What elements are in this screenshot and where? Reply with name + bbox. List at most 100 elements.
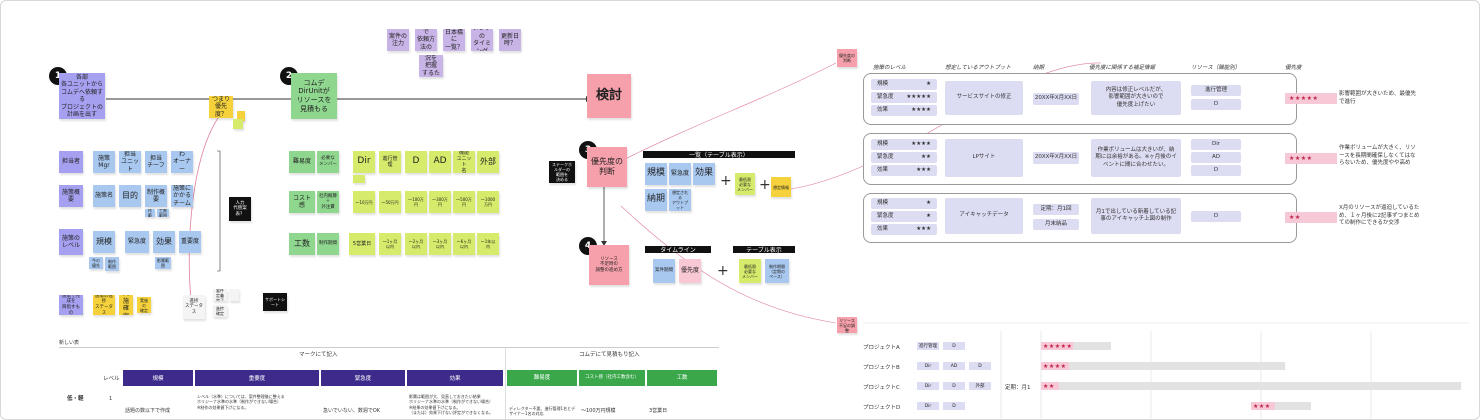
mid-row1-item1[interactable]: Dir <box>353 151 375 173</box>
mid-row2-item2[interactable]: 〜50万円 <box>379 191 401 213</box>
gantt-c-bar[interactable] <box>1041 382 1461 390</box>
purple-head-4: 効果 <box>407 370 503 386</box>
mid-row1-small[interactable] <box>353 175 365 183</box>
mid-row1-item6[interactable]: 外部 <box>477 151 499 173</box>
left-bottom-4[interactable]: 実施 の 確定 <box>137 297 151 313</box>
tiny-yellow-sticky[interactable] <box>237 111 245 121</box>
mid-head-2[interactable]: コスト感 <box>289 191 315 213</box>
table-display-label: テーブル表示 <box>733 246 795 254</box>
step-3-sticky[interactable]: 優先度の 判断 <box>587 147 627 187</box>
stakeholder-note[interactable]: ステークホルダーの 範囲を 決める <box>549 161 575 183</box>
left-row3-item3[interactable]: 効果 <box>153 231 175 253</box>
left-bottom-1[interactable]: 施策で完成を 目指すもの <box>59 295 83 315</box>
timeline-sticky-1[interactable]: 案件期間 <box>653 259 675 283</box>
gantt-d-bar[interactable] <box>1251 402 1311 410</box>
left-row1-item3[interactable]: 担当 チーフ <box>145 151 167 173</box>
left-head-2[interactable]: 施策概要 <box>59 185 83 207</box>
top-sticky-2[interactable]: これまで 依頼方法の ルール <box>415 29 437 51</box>
top-sticky-1[interactable]: 案件の注力 <box>387 29 409 51</box>
mid-row2-item6[interactable]: 〜1000万円 <box>477 191 499 213</box>
mid-row1-item5[interactable]: 機能 ユニット 名 <box>453 151 475 173</box>
mid-row3-item1[interactable]: 5営業日 <box>349 233 375 255</box>
mid-head-1[interactable]: 難易度 <box>289 151 315 173</box>
left-row3-item2[interactable]: 緊急度 <box>125 231 149 253</box>
gantt-a-stars: ★★★★★ <box>1041 342 1073 350</box>
step-2-sticky[interactable]: コムデ DirUnitが リソースを 見積もる <box>291 73 337 119</box>
left-bottom-3[interactable]: 実施 確定 <box>119 295 133 315</box>
table-sticky-4[interactable]: 納期 <box>645 189 667 211</box>
row1-info: 内容は修正レベルだが、 影響範囲が大きいので 優先度上げたい <box>1091 81 1181 115</box>
top-sticky-4[interactable]: メンテの タイミング <box>471 29 493 51</box>
level-stars: ★ <box>926 80 931 87</box>
mid-row2-item5[interactable]: 〜500万円 <box>453 191 475 213</box>
gantt-project-a[interactable]: プロジェクトA <box>863 345 900 351</box>
top-sticky-5[interactable]: 更新日時？ <box>499 29 521 51</box>
table-sticky-1[interactable]: 規模 <box>645 163 667 185</box>
tiny-lime-sticky[interactable] <box>233 119 243 129</box>
left-bottom-black[interactable]: サポートシート <box>263 293 287 311</box>
left-row2-item3[interactable]: 制作概要 <box>145 185 167 207</box>
mid-row1-second[interactable]: 必要な メンバー <box>317 151 339 173</box>
mid-row2-item4[interactable]: 〜300万円 <box>429 191 451 213</box>
left-row2-item1[interactable]: 施策名 <box>93 185 115 207</box>
new-table-cell-3: 急いでいない、数週でOK <box>323 408 381 414</box>
left-row2-small2[interactable]: 工数範囲 <box>157 209 169 217</box>
table-sticky-2[interactable]: 緊急度 <box>669 163 691 185</box>
step-4-sticky[interactable]: リソース 不足時の 調整の進め方 <box>589 245 629 285</box>
left-head-3[interactable]: 施策の レベル <box>59 229 83 255</box>
mid-row2-item1[interactable]: 〜10万円 <box>353 191 375 213</box>
mid-row3-item6[interactable]: 〜1年以内 <box>477 233 499 255</box>
mid-head-3[interactable]: 工数 <box>289 233 315 255</box>
timeline-sticky-2[interactable]: 優先度 <box>679 259 701 283</box>
gantt-a-bar[interactable] <box>1041 342 1111 350</box>
left-row1-item1[interactable]: 施策Mgr <box>93 151 115 173</box>
left-row1-item2[interactable]: 担当 ユニット <box>119 151 141 173</box>
gantt-b-bar[interactable] <box>1041 362 1285 370</box>
mid-row2-item3[interactable]: 〜100万円 <box>405 191 427 213</box>
table-extra-2[interactable]: 想定情報 <box>771 177 791 197</box>
left-row3-item1[interactable]: 規模 <box>93 231 115 253</box>
gantt-project-c[interactable]: プロジェクトC <box>863 385 900 391</box>
mid-row3-item4[interactable]: 〜3ヶ月以内 <box>429 233 451 255</box>
top-sticky-3[interactable]: 日本橋に 一覧？ <box>443 29 465 51</box>
kentou-sticky[interactable]: 検討 <box>587 74 631 118</box>
left-row3-small1[interactable]: 今の 優先 <box>89 257 103 269</box>
table-sticky-3[interactable]: 効果 <box>693 163 715 185</box>
table2-sticky-2[interactable]: 制作期間 （定期の ペース） <box>765 259 789 283</box>
left-row1-item4[interactable]: わ オーナー <box>171 151 193 173</box>
left-row3-small2[interactable]: 制作 範囲 <box>105 257 119 271</box>
col-head-level: 施策のレベル <box>873 65 907 71</box>
mid-row1-item3[interactable]: D <box>405 151 427 173</box>
left-row2-item2[interactable]: 目的 <box>119 185 141 207</box>
left-white-4[interactable] <box>229 289 239 301</box>
left-row2-item4[interactable]: 施策にかかる チーム <box>171 185 193 207</box>
left-white-3[interactable]: 進捗 確定 <box>213 305 227 317</box>
mid-row1-item4[interactable]: AD <box>429 151 451 173</box>
mid-row3-second[interactable]: 制作期間 <box>317 233 339 255</box>
top-sticky-6[interactable]: 進捗状況を 把握 するための <box>419 55 443 77</box>
mid-row3-item3[interactable]: 〜2ヶ月以内 <box>405 233 427 255</box>
table-extra-1[interactable]: 最低限 必要な メンバー <box>735 173 755 195</box>
left-row2-small1[interactable]: 制作 範囲 <box>145 209 155 217</box>
mid-row3-item5[interactable]: 〜6ヶ月以内 <box>453 233 475 255</box>
green-head-1: 難易度 <box>507 370 577 386</box>
step-1-sticky[interactable]: 各部 各ユニットから コムデへ依頼する プロジェクトの 計画を出す <box>59 73 105 119</box>
priority-question-sticky[interactable]: つまり 優先度？ <box>209 96 233 118</box>
table2-sticky-1[interactable]: 最低限 必要な メンバー <box>739 259 761 283</box>
left-bottom-2[interactable]: 施策の進捗 ステータス <box>93 295 115 315</box>
left-white-2[interactable]: 要件定義 完了 <box>213 289 227 301</box>
mid-row2-second[interactable]: 社内概算 ＋ 外注費 <box>317 191 339 213</box>
gantt-project-b[interactable]: プロジェクトB <box>863 365 900 371</box>
left-row3-item4[interactable]: 重要度 <box>179 231 201 253</box>
pink-note-priority[interactable]: 優先度の 判断 <box>837 49 857 67</box>
table-sticky-5[interactable]: 想定される アウトプット <box>669 189 691 211</box>
mid-row3-item2[interactable]: 〜1ヶ月以内 <box>379 233 401 255</box>
left-black-note[interactable]: 人力 代替案表？ <box>229 197 251 221</box>
mid-row1-item2[interactable]: 進行管理 <box>379 151 401 173</box>
pink-note-resource[interactable]: リソース 不足の調整 <box>837 317 857 333</box>
left-head-1[interactable]: 担当者 <box>59 151 83 173</box>
left-row3-small3[interactable]: 影響範囲 <box>155 257 171 269</box>
gantt-project-d[interactable]: プロジェクトD <box>863 405 901 411</box>
purple-head-2: 重要度 <box>195 370 319 386</box>
left-white-1[interactable]: 進捗 ステータス <box>183 295 205 319</box>
